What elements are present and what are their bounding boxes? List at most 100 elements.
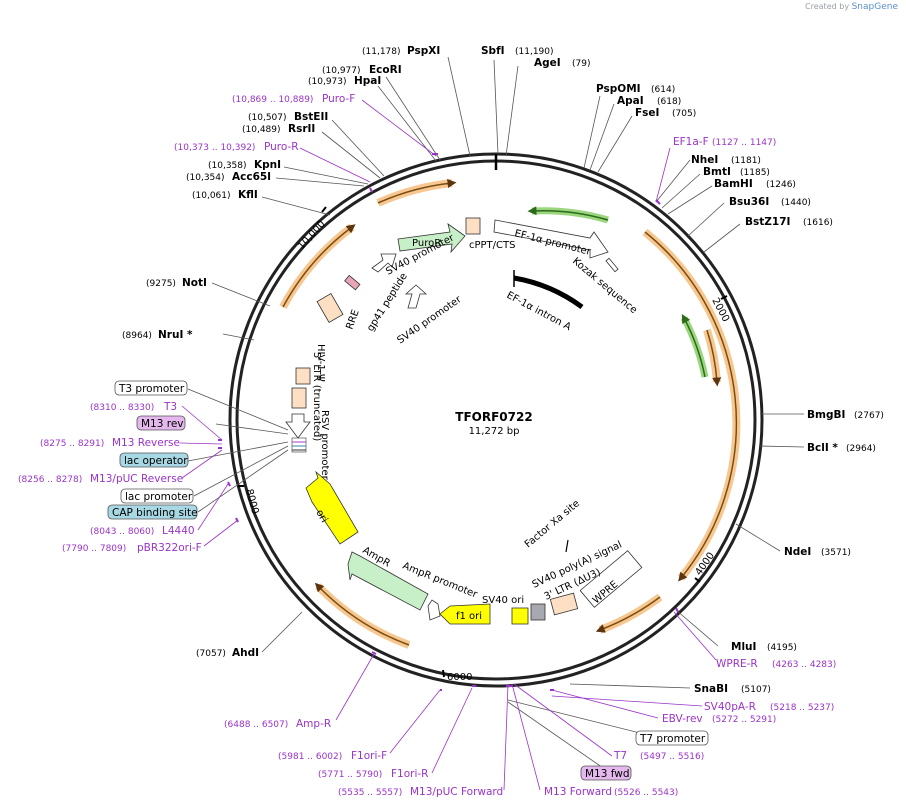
enzyme-label: AhdI xyxy=(232,647,259,659)
enzyme-pos: (10,977) xyxy=(322,66,361,76)
enzyme-pos: (10,973) xyxy=(308,77,347,87)
gp41-box xyxy=(344,274,361,291)
primer-pos: (7790 .. 7809) xyxy=(62,544,126,554)
ampr-feature: AmpR xyxy=(347,545,429,611)
enzyme-pos: (2964) xyxy=(846,444,876,454)
primer-ticks xyxy=(218,153,679,691)
f1ori-feature: f1 ori xyxy=(439,603,491,625)
snapgene-credit: Created by SnapGene xyxy=(805,2,898,12)
primer-label: EBV-rev xyxy=(662,713,703,725)
m13-fwd-label: M13 fwd xyxy=(585,768,630,780)
enzyme-label: Acc65I xyxy=(232,171,271,183)
m13-fwd-box xyxy=(580,765,632,781)
plasmid-size: 11,272 bp xyxy=(469,426,520,437)
ltr5-label: 5' LTR (truncated) xyxy=(311,352,322,441)
t3-promoter-box xyxy=(114,380,188,396)
primer-pos: (10,869 .. 10,889) xyxy=(232,95,313,105)
rre-box xyxy=(316,293,344,323)
t7-promoter-box xyxy=(635,730,709,746)
factor-xa-mark xyxy=(565,539,569,553)
enzyme-label: BmgBI xyxy=(807,409,845,421)
enzyme-label: AgeI xyxy=(534,57,561,69)
t3-promoter-label: T3 promoter xyxy=(118,383,185,395)
m13-rev-box xyxy=(136,415,186,431)
enzyme-pos: (7057) xyxy=(196,649,226,659)
primer-pos: (5535 .. 5557) xyxy=(338,788,402,798)
enzyme-label: SnaBI xyxy=(694,683,728,695)
hiv-psi-box xyxy=(295,367,311,385)
enzyme-pos: (79) xyxy=(572,59,590,69)
enzyme-label: EcoRI xyxy=(369,64,402,76)
enzyme-label: HpaI xyxy=(354,75,381,87)
primer-label: F1ori-R xyxy=(391,768,428,780)
cap-site-box xyxy=(107,504,198,520)
primer-label: M13 Reverse xyxy=(112,437,180,449)
puror-feature: PuroR xyxy=(397,223,466,254)
enzyme-pos: (10,507) xyxy=(248,113,287,123)
primer-pos: (8310 .. 8330) xyxy=(90,403,154,413)
sv40ori-label: SV40 ori xyxy=(482,595,524,606)
enzyme-label: RsrII xyxy=(288,123,315,135)
factor-xa-label: Factor Xa site xyxy=(523,498,582,550)
enzyme-label: BmtI xyxy=(703,166,731,178)
cppt-label: cPPT/CTS xyxy=(469,240,515,251)
primer-pos: (5272 .. 5291) xyxy=(712,715,776,725)
enzyme-pos: (3571) xyxy=(821,548,851,558)
primers: (10,869 .. 10,889) Puro-F (10,373 .. 10,… xyxy=(18,93,836,798)
gp41-label: gp41 peptide xyxy=(365,271,410,333)
enzyme-label: NheI xyxy=(691,154,718,166)
enzyme-pos: (1185) xyxy=(740,168,770,178)
enzymes-left: (11,178) PspXI (10,977) EcoRI (10,973) H… xyxy=(122,45,440,659)
enzyme-label: MluI xyxy=(731,641,756,653)
feature-leaders xyxy=(187,388,661,771)
primer-pos: (8275 .. 8291) xyxy=(40,439,104,449)
enzyme-pos: (1246) xyxy=(766,180,796,190)
orf-arc-topleft xyxy=(279,223,355,309)
ltr3-box xyxy=(549,592,579,616)
cap-site-label: CAP binding site xyxy=(112,507,198,519)
orf-arc-right xyxy=(642,228,741,581)
primer-pos: (5771 .. 5790) xyxy=(318,770,382,780)
enzyme-pos: (10,489) xyxy=(242,125,281,135)
primer-pos: (4263 .. 4283) xyxy=(772,660,836,670)
primer-pos: (8256 .. 8278) xyxy=(18,475,82,485)
primer-label: M13/pUC Reverse xyxy=(90,473,183,485)
tick-6000: 6000 xyxy=(447,672,472,683)
primer-label: Puro-R xyxy=(264,141,299,153)
sv40ori-box xyxy=(511,607,529,625)
primer-label: SV40pA-R xyxy=(704,701,756,713)
hiv-psi-label: HIV-1 Ψ xyxy=(315,344,326,382)
enzyme-pos: (614) xyxy=(651,85,675,95)
rre-label: RRE xyxy=(344,308,361,331)
ef1a-intron-arc xyxy=(513,275,584,310)
primer-pos: (5497 .. 5516) xyxy=(640,752,704,762)
enzyme-label: ApaI xyxy=(617,95,644,107)
enzyme-pos: (11,178) xyxy=(362,47,401,57)
orf-arc-right-inner xyxy=(703,328,721,383)
kozak-box xyxy=(605,257,619,273)
enzyme-label: PspOMI xyxy=(596,83,641,95)
enzyme-label: Bsu36I xyxy=(729,196,769,208)
cppt-box xyxy=(465,217,481,235)
primer-label: F1ori-F xyxy=(351,750,387,762)
ampr-promoter-arrow xyxy=(427,599,441,621)
puror-label: PuroR xyxy=(412,238,441,249)
rsv-promoter-feature: RSV promoter xyxy=(285,410,330,481)
ltr5-box xyxy=(291,387,307,409)
lac-promoter-box xyxy=(120,488,194,504)
orf-arc-top xyxy=(376,179,453,207)
leader-lines xyxy=(211,56,805,689)
enzyme-label: PspXI xyxy=(407,45,440,57)
enzyme-label: BamHI xyxy=(714,178,753,190)
primer-label: Puro-F xyxy=(322,93,355,105)
ori-feature: ori xyxy=(305,470,359,545)
orf-arcs xyxy=(279,179,741,649)
enzyme-pos: (10,358) xyxy=(208,161,247,171)
enzyme-pos: (4195) xyxy=(767,643,797,653)
enzyme-label: BclI * xyxy=(807,442,838,454)
primer-pos: (10,373 .. 10,392) xyxy=(174,143,255,153)
enzyme-pos: (9275) xyxy=(146,279,176,289)
boxed-features: T3 promoter M13 rev lac operator lac pro… xyxy=(107,380,709,781)
primer-label: EF1a-F xyxy=(673,136,709,148)
